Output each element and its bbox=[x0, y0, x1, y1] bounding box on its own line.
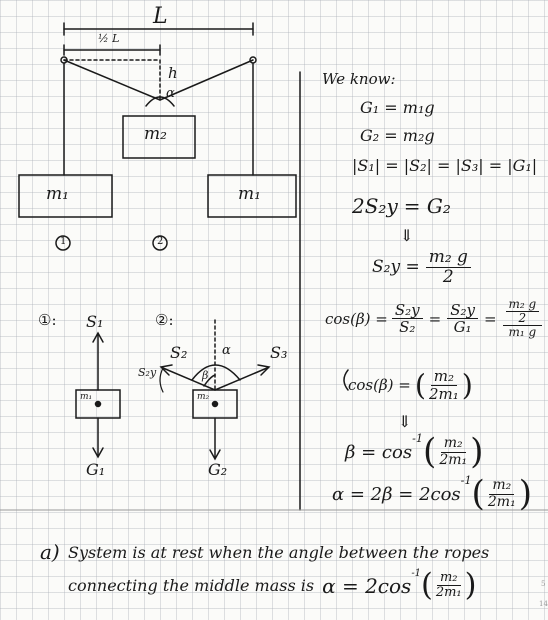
conclusion-line2: connecting the middle mass is α = 2cos-1… bbox=[68, 568, 477, 603]
beta-lhs: β = cos bbox=[345, 441, 413, 463]
mass-m2-box bbox=[122, 115, 196, 159]
fbd2-label: ②: bbox=[155, 311, 174, 329]
fbd2-mass-label: m₂ bbox=[197, 392, 210, 402]
margin-tick-2: 14 bbox=[539, 600, 548, 608]
label-L: L bbox=[153, 4, 168, 29]
label-m2: m₂ bbox=[144, 124, 167, 144]
cos-f3-den: m₁ g bbox=[508, 325, 537, 340]
cos-f1-den: S₂ bbox=[399, 318, 416, 337]
cos-eq-2: = bbox=[483, 309, 497, 328]
label-circled-2-digit: 2 bbox=[157, 236, 164, 247]
label-circled-1-digit: 1 bbox=[60, 236, 67, 247]
mass-m1-right-box bbox=[207, 174, 297, 218]
beta-den: 2m₁ bbox=[439, 451, 468, 468]
label-m1-left: m₁ bbox=[46, 184, 69, 204]
eq-tension-equal: |S₁| = |S₂| = |S₃| = |G₁| bbox=[352, 156, 538, 175]
conclusion-formula-num: m₂ bbox=[436, 570, 461, 586]
eq-alpha: α = 2β = 2cos-1 ( m₂ 2m₁ ) bbox=[332, 474, 533, 514]
eq-beta: β = cos-1 ( m₂ 2m₁ ) bbox=[345, 432, 484, 472]
eq-S2y-num: m₂ g bbox=[425, 248, 471, 268]
eq-cos-beta-2: cos(β) = ( m₂ 2m₁ ) bbox=[348, 367, 473, 403]
fbd1-mass-label: m₁ bbox=[80, 392, 93, 402]
cos-f3-inner-num: m₂ g bbox=[505, 297, 540, 313]
label-half-L: ½ L bbox=[98, 32, 120, 45]
mass-m1-left-box bbox=[18, 174, 113, 218]
eq-S2y: S₂y = m₂ g 2 bbox=[372, 248, 471, 286]
alpha-num: m₂ bbox=[489, 477, 515, 495]
cos2-lhs: cos(β) = bbox=[348, 376, 411, 394]
beta-sup: -1 bbox=[412, 432, 423, 445]
eq-cos-beta-1: cos(β) = S₂y S₂ = S₂y G₁ = m₂ g 2 m₁ g bbox=[325, 297, 543, 340]
margin-tick-1: 5 bbox=[541, 580, 546, 588]
label-alpha: α bbox=[166, 86, 175, 101]
fbd2-S2y: S₂y bbox=[138, 366, 157, 379]
conclusion-line1: System is at rest when the angle between… bbox=[68, 543, 490, 562]
eq-2S2y-lhs: 2S₂y bbox=[352, 194, 398, 218]
label-h: h bbox=[168, 64, 178, 82]
derivation-heading: We know: bbox=[322, 70, 396, 88]
fbd2-alpha: α bbox=[222, 343, 231, 358]
fbd2-arrow-left bbox=[162, 367, 216, 391]
eq-S2y-lhs: S₂y = bbox=[372, 257, 420, 278]
beta-num: m₂ bbox=[440, 435, 466, 453]
conclusion-line2-text: connecting the middle mass is bbox=[68, 576, 315, 595]
rope-left bbox=[63, 59, 161, 101]
alpha-den: 2m₁ bbox=[487, 493, 516, 510]
fbd2-arrow-right bbox=[214, 367, 268, 391]
conclusion-formula-lhs: α = 2cos bbox=[322, 573, 412, 598]
cos-lhs: cos(β) = bbox=[325, 309, 388, 328]
alpha-lhs: α = 2β = 2cos bbox=[332, 483, 461, 505]
cos2-num: m₂ bbox=[430, 368, 457, 386]
conclusion-formula-sup: -1 bbox=[411, 568, 421, 579]
eq-2S2y-rhs: = G₂ bbox=[403, 194, 451, 218]
fbd2-beta: β bbox=[202, 369, 209, 382]
eq-2S2y: 2S₂y = G₂ bbox=[352, 194, 451, 218]
alpha-sup: -1 bbox=[460, 474, 472, 487]
conclusion-part: a) bbox=[40, 540, 60, 564]
cos-f2-num: S₂y bbox=[447, 302, 478, 320]
cos-f3-inner-den: 2 bbox=[518, 311, 527, 326]
fbd1-label: ①: bbox=[38, 311, 57, 329]
arrow-down-2: ⇓ bbox=[398, 412, 412, 431]
cos-f2-den: G₁ bbox=[453, 318, 472, 337]
arrow-down-1: ⇓ bbox=[400, 226, 414, 245]
fbd2-S3: S₃ bbox=[270, 343, 288, 362]
fbd1-G1: G₁ bbox=[86, 460, 106, 479]
eq-G1: G₁ = m₁g bbox=[360, 98, 435, 117]
cos-eq-1: = bbox=[428, 309, 442, 328]
conclusion-formula-den: 2m₁ bbox=[435, 585, 462, 600]
fbd2-G2: G₂ bbox=[208, 460, 228, 479]
rope-right bbox=[159, 59, 254, 101]
eq-G2: G₂ = m₂g bbox=[360, 126, 435, 145]
eq-S2y-den: 2 bbox=[442, 266, 454, 287]
cos2-den: 2m₁ bbox=[428, 384, 459, 403]
cos-f1-num: S₂y bbox=[391, 302, 423, 320]
label-m1-right: m₁ bbox=[238, 184, 261, 204]
fbd1-S1: S₁ bbox=[86, 312, 104, 331]
fbd2-S2: S₂ bbox=[170, 343, 188, 362]
